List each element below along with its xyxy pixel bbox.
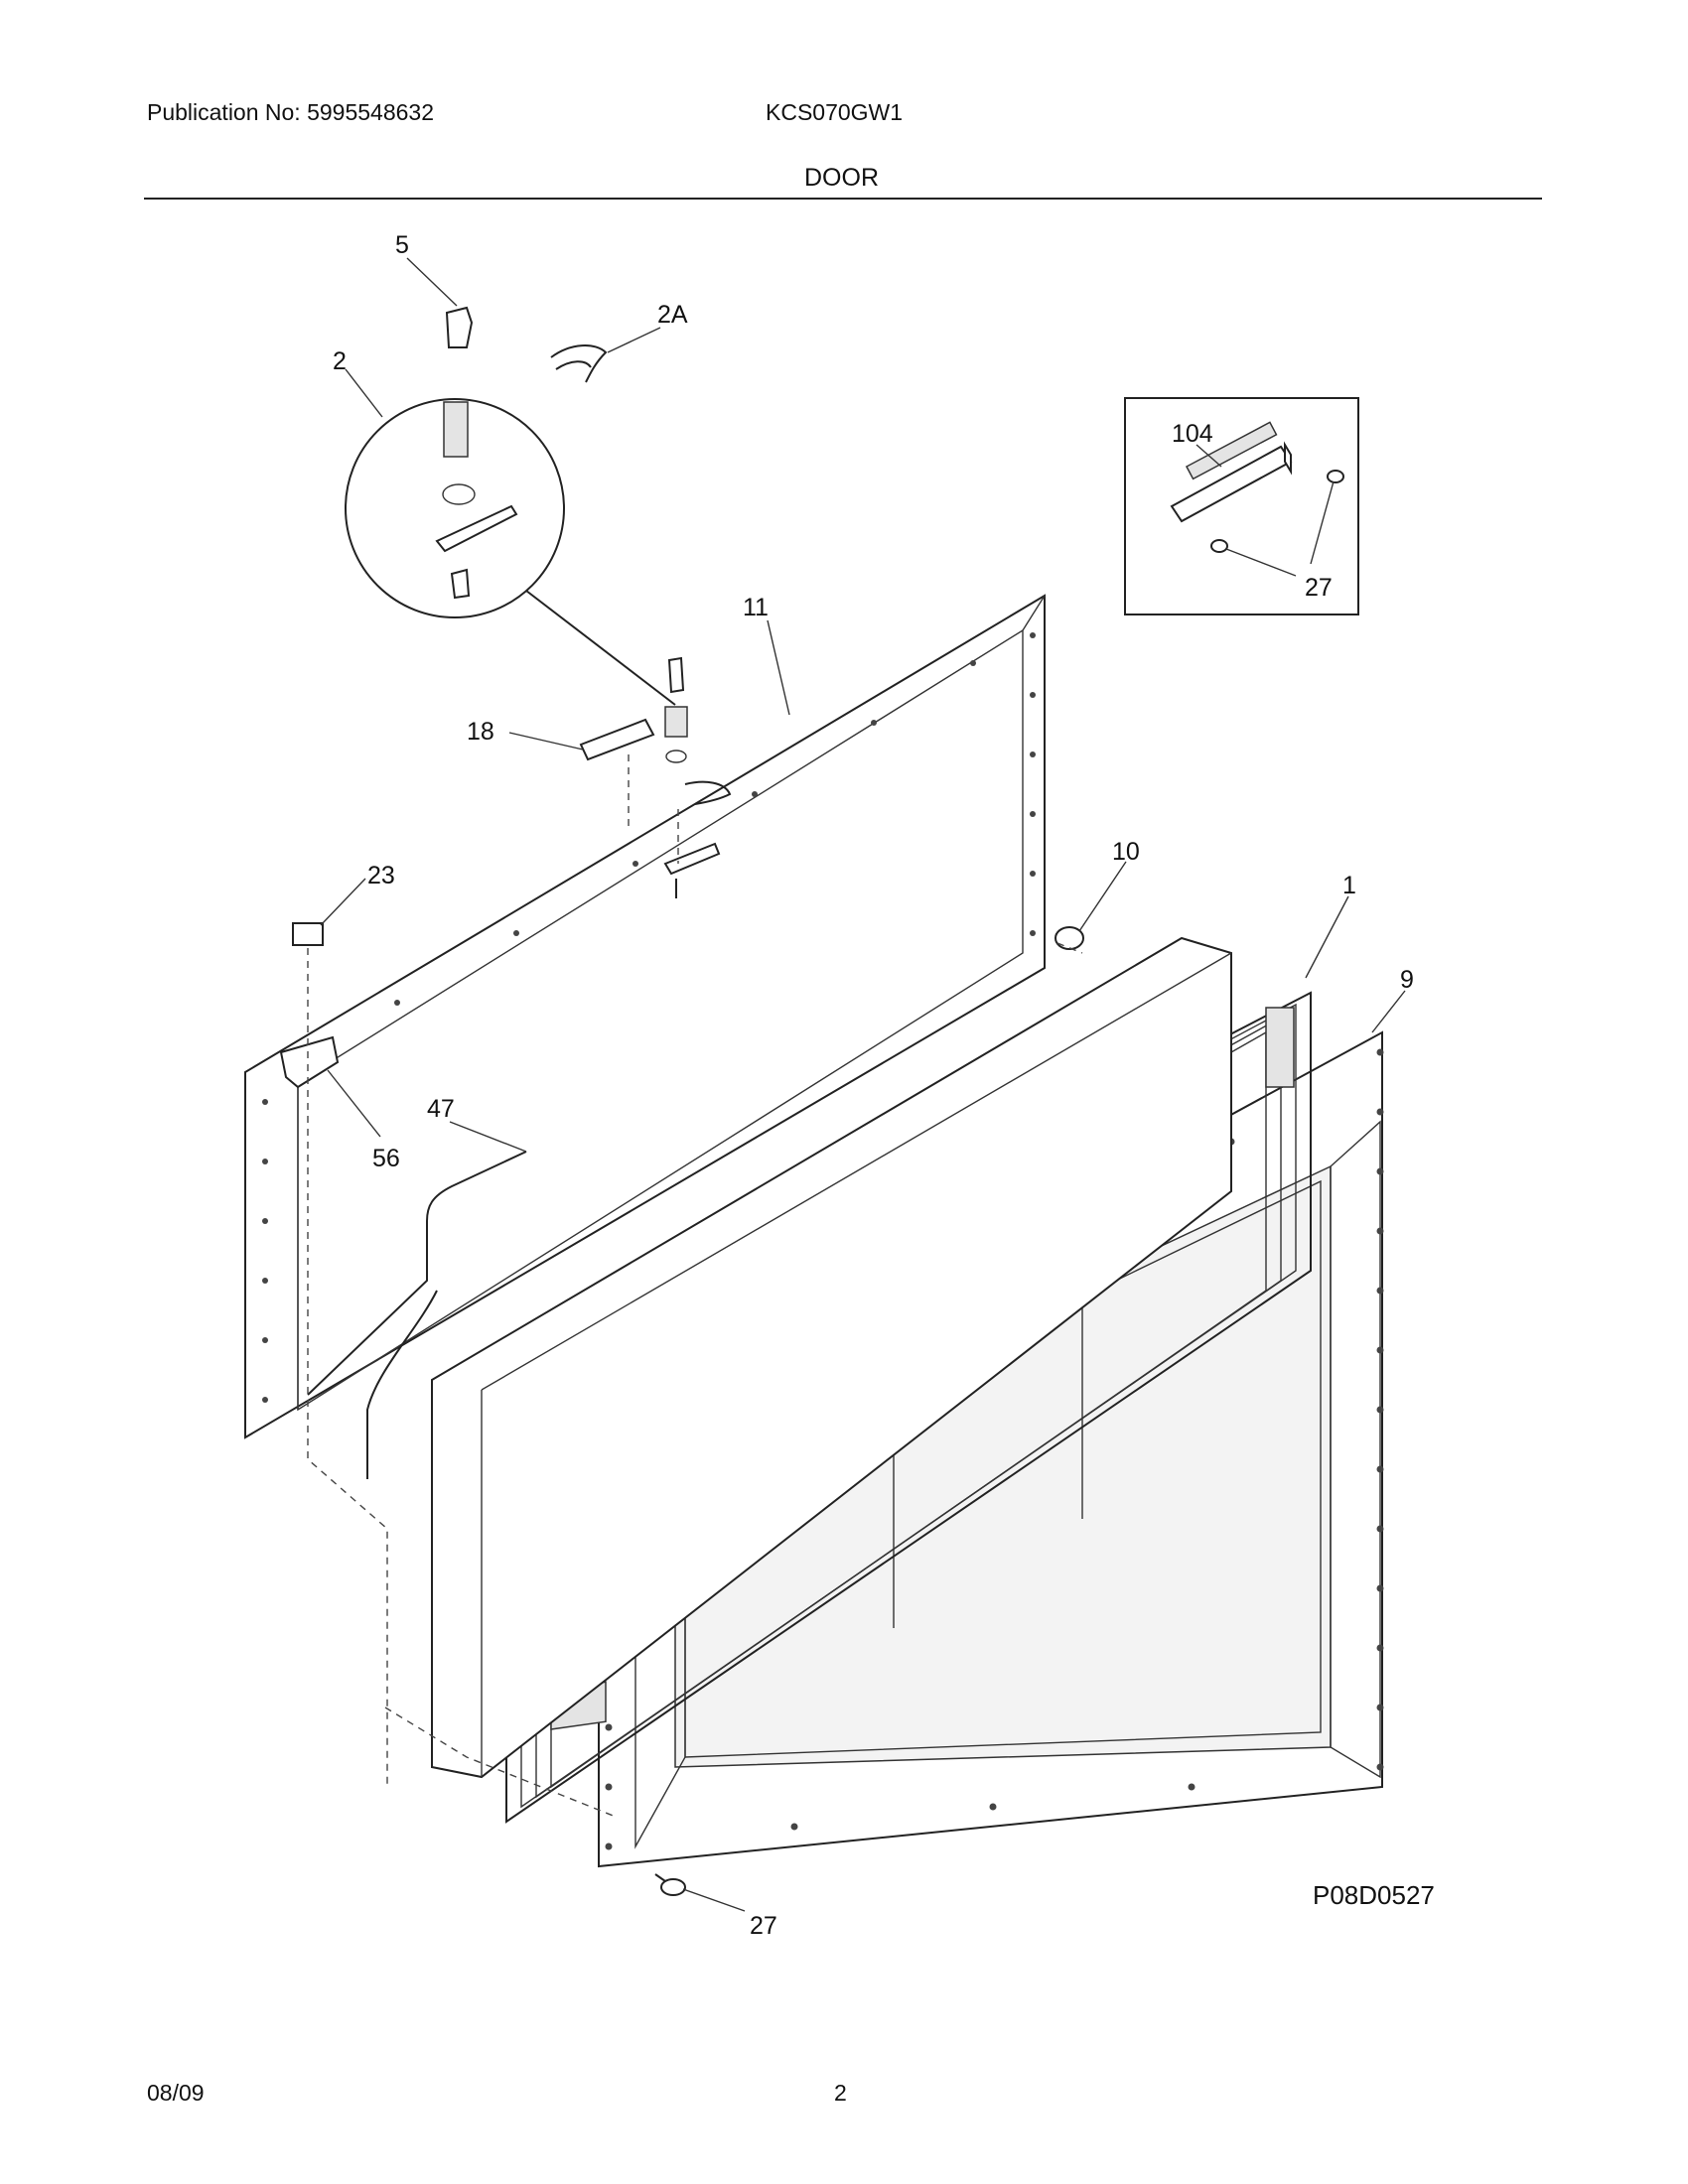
callout-56: 56: [372, 1145, 400, 1172]
footer-page-number: 2: [834, 2080, 847, 2106]
publication-number: Publication No: 5995548632: [147, 99, 435, 125]
callout-2a: 2A: [657, 301, 688, 329]
door-stop-23: [292, 922, 324, 946]
bumper-10: [1055, 926, 1084, 950]
callout-10: 10: [1112, 838, 1140, 866]
callout-104: 104: [1172, 420, 1213, 448]
drawing-code: P08D0527: [1313, 1880, 1435, 1910]
callout-27-bottom: 27: [750, 1912, 777, 1940]
callout-5: 5: [395, 231, 409, 259]
door-inner-panel: [244, 594, 1046, 1439]
model-number: KCS070GW1: [766, 99, 904, 125]
latch-56: [279, 1035, 340, 1089]
door-liner-slab: [431, 936, 1232, 1779]
alignment-line-d: [1056, 942, 1083, 954]
leader-lines: [320, 257, 1406, 1912]
header-divider: [144, 198, 1542, 200]
door-outer-panel: [598, 1030, 1383, 1868]
inner-panel-holes: [262, 632, 1036, 1403]
footer-date: 08/09: [147, 2080, 205, 2106]
callout-18: 18: [467, 718, 494, 746]
callout-27-inset: 27: [1305, 574, 1333, 602]
callout-11: 11: [743, 594, 769, 621]
inset-detail-box: [1124, 397, 1359, 615]
hinge-assembly-on-panel: [663, 656, 732, 898]
hinge-detail-circle-2: [345, 398, 565, 618]
heater-wire: [307, 1151, 527, 1479]
hinge-detail-leader: [525, 590, 676, 706]
alignment-line-b: [384, 1706, 617, 1818]
hinge-pin-5: [445, 306, 474, 348]
callout-2: 2: [333, 347, 347, 375]
callout-1: 1: [1342, 872, 1356, 899]
clip-2a: [550, 344, 608, 383]
callout-23: 23: [367, 862, 395, 889]
section-title: DOOR: [804, 164, 879, 192]
handle-cover-18: [579, 718, 655, 761]
callout-47: 47: [427, 1095, 455, 1123]
screw-27-bottom: [654, 1873, 686, 1896]
callout-9: 9: [1400, 966, 1414, 994]
